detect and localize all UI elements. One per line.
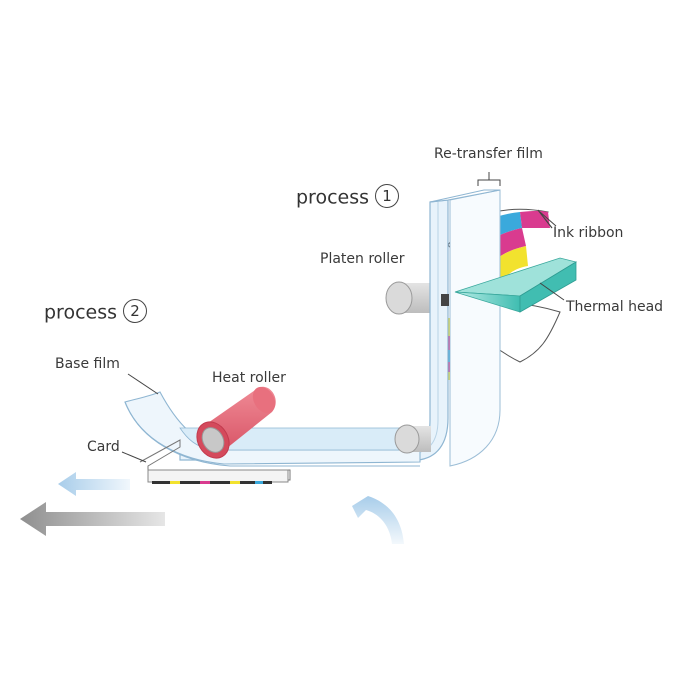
card-print-yellow [170, 481, 180, 484]
platen-roller-label: Platen roller [320, 251, 405, 267]
thermal-head-end [519, 261, 577, 313]
ribbon-pointer-line [539, 211, 557, 227]
heat-roller-label: Heat roller [212, 370, 286, 386]
thermal-head-contact [441, 294, 449, 306]
curved-arrow-icon [352, 496, 404, 544]
retransfer-film-vertical-back [449, 189, 501, 467]
retransfer-film-label: Re-transfer film [434, 146, 543, 162]
thermal-head [441, 257, 578, 313]
retransfer-film-bracket [477, 172, 501, 186]
circled-number-icon: 2 [123, 299, 148, 323]
card-print-strip [152, 481, 272, 484]
retransfer-film-top-edge [429, 189, 501, 203]
card [139, 439, 291, 484]
card-print-magenta [200, 481, 210, 484]
arrow-left-icon [20, 502, 165, 536]
thermal-head-leader [539, 282, 565, 301]
card-slab [147, 469, 289, 483]
heat-roller-core [201, 427, 225, 453]
heat-roller [196, 386, 276, 459]
process-2-text: process [44, 301, 118, 324]
lower-roller-end [394, 424, 420, 454]
base-film-label: Base film [55, 356, 120, 372]
card-label: Card [87, 439, 120, 455]
process-1-text: process [296, 186, 370, 209]
base-film-front [124, 401, 420, 467]
motion-arrows [20, 472, 404, 544]
circled-number-icon: 1 [375, 184, 400, 208]
arrow-left-small-icon [58, 472, 130, 496]
ribbon-edge-line [537, 209, 553, 229]
leader-lines [121, 172, 565, 463]
lower-roller [394, 424, 431, 454]
card-leader [121, 451, 147, 463]
ink-ribbon-label: Ink ribbon [553, 225, 624, 241]
card-print-yellow-2 [230, 481, 240, 484]
card-print-cyan [255, 481, 263, 484]
base-film-leader [127, 373, 159, 395]
platen-roller-end [385, 281, 413, 315]
heat-roller-far-end [252, 386, 276, 414]
thermal-head-label: Thermal head [566, 299, 664, 315]
